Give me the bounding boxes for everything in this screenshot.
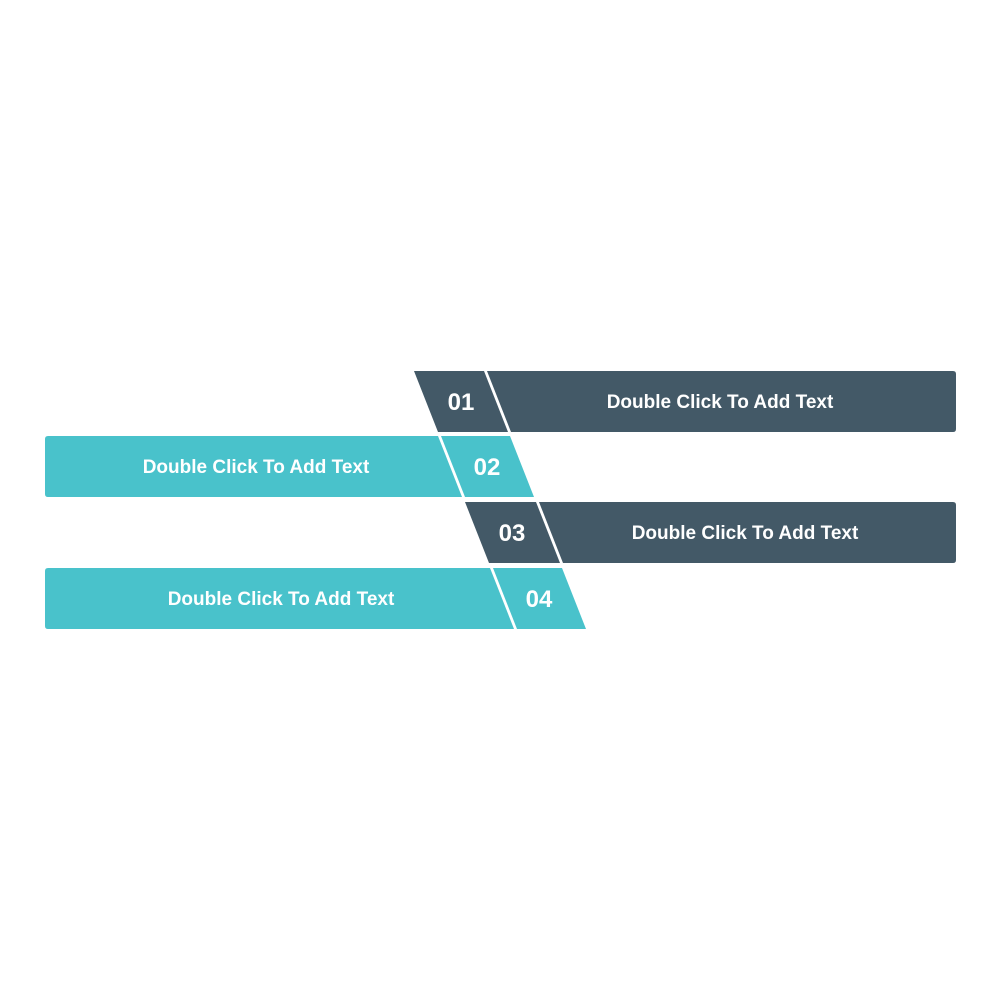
- step-2-label[interactable]: Double Click To Add Text: [143, 457, 370, 478]
- step-4-number-block: [493, 568, 586, 629]
- step-4-number: 04: [526, 586, 553, 613]
- step-3-label[interactable]: Double Click To Add Text: [632, 523, 859, 544]
- step-3-number: 03: [499, 520, 526, 547]
- step-3: 03 Double Click To Add Text: [465, 502, 956, 563]
- step-2-number-block: [441, 436, 534, 497]
- step-2: 02 Double Click To Add Text: [45, 436, 534, 497]
- step-4-label[interactable]: Double Click To Add Text: [168, 589, 395, 610]
- step-2-number: 02: [474, 454, 501, 481]
- step-4-label-bar[interactable]: [45, 568, 514, 629]
- step-4: 04 Double Click To Add Text: [45, 568, 586, 629]
- step-1-label[interactable]: Double Click To Add Text: [607, 392, 834, 413]
- step-3-number-block: [465, 502, 560, 563]
- step-3-label-bar[interactable]: [539, 502, 956, 563]
- step-1-number: 01: [448, 389, 475, 416]
- step-1-label-bar[interactable]: [487, 371, 956, 432]
- step-1-number-block: [414, 371, 508, 432]
- step-1: 01 Double Click To Add Text: [414, 371, 956, 432]
- step-2-label-bar[interactable]: [45, 436, 462, 497]
